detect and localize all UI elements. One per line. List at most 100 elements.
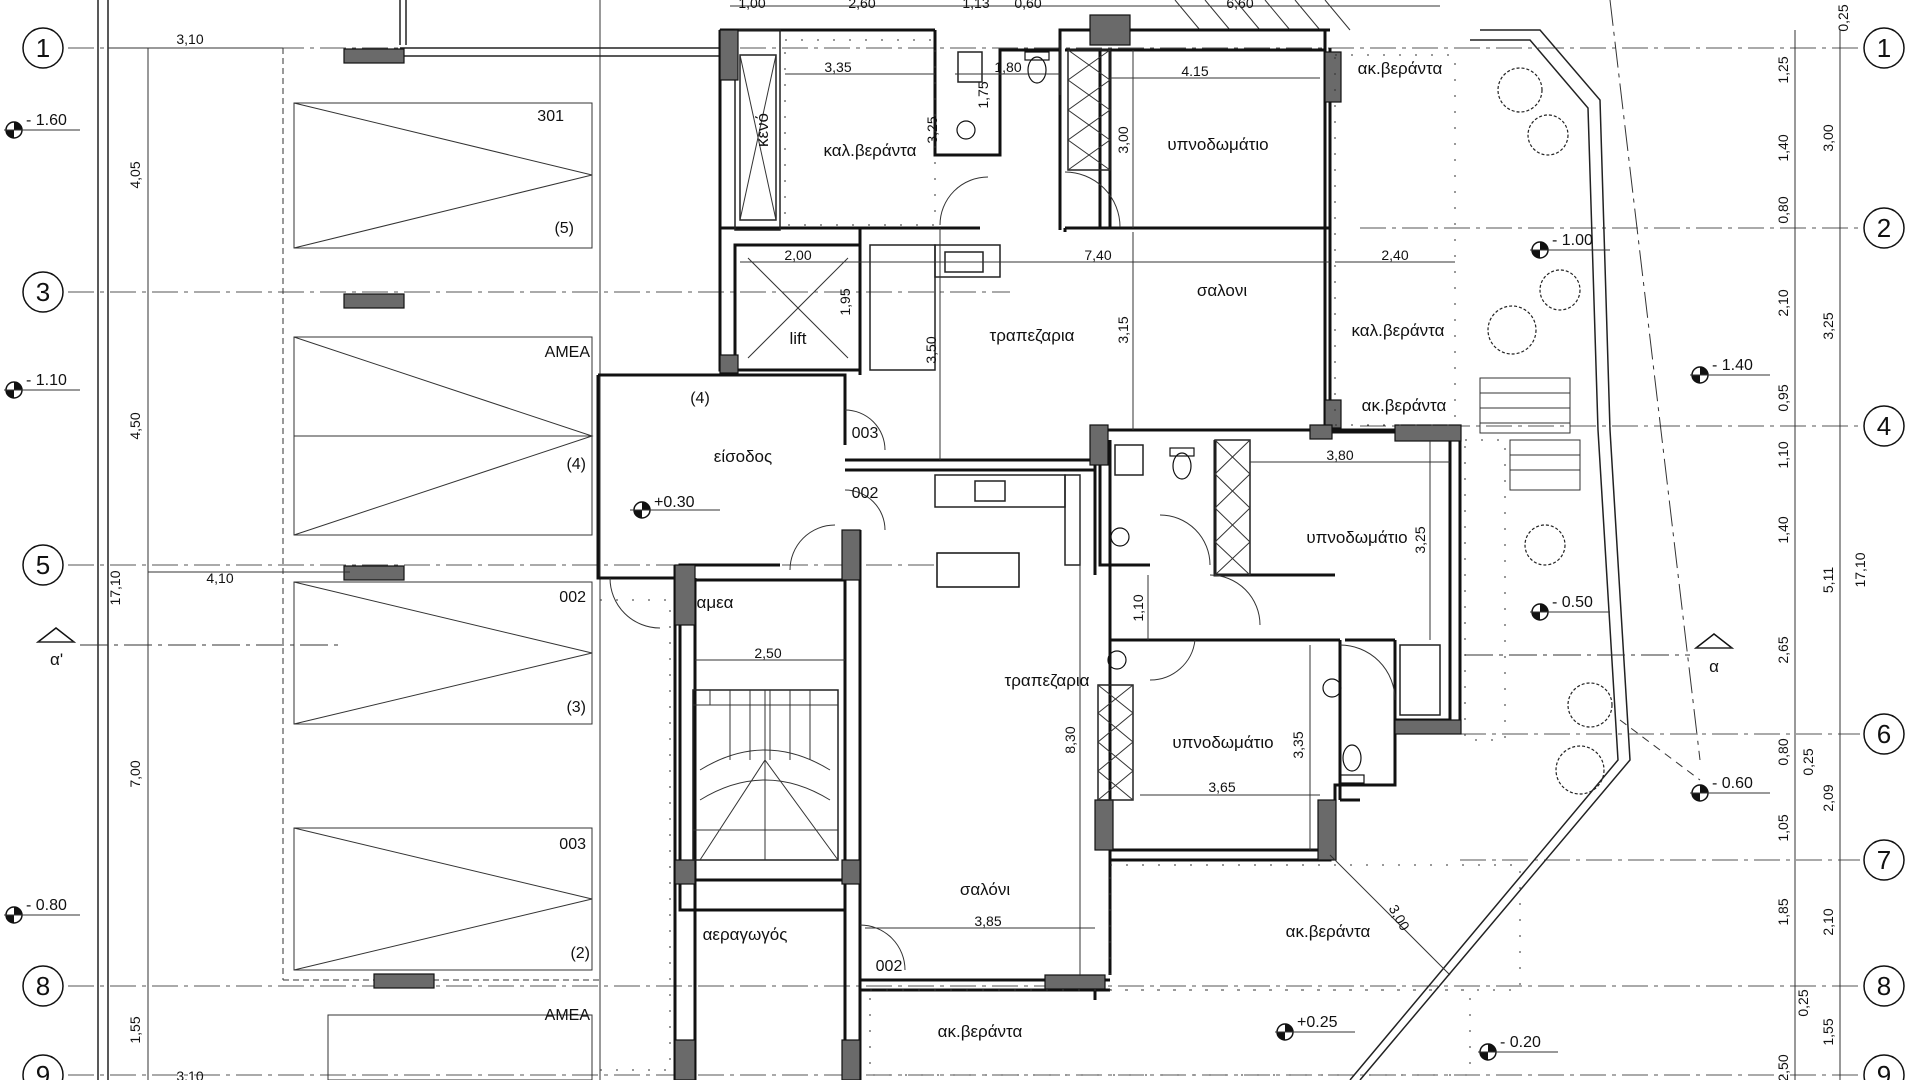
svg-text:1: 1 <box>36 33 50 63</box>
parking-bay-4 <box>293 336 594 536</box>
svg-text:1,55: 1,55 <box>127 1016 143 1043</box>
svg-text:0,95: 0,95 <box>1775 384 1791 411</box>
grid-axis-left-3: 3 <box>22 271 64 313</box>
grid-axis-right-4: 4 <box>1863 405 1905 447</box>
svg-text:0,25: 0,25 <box>1835 4 1851 31</box>
parking-area: 301 (5) ΑΜΕΑ (4) 002 (3) 003 (2) ΑΜΕΑ <box>97 0 720 1080</box>
room-label-open-veranda: ακ.βεράντα <box>1358 59 1443 78</box>
svg-text:4,10: 4,10 <box>206 570 233 586</box>
column <box>343 293 405 309</box>
svg-text:5,11: 5,11 <box>1820 567 1836 593</box>
door-tag: 002 <box>852 485 879 502</box>
room-label-open-veranda: ακ.βεράντα <box>1286 922 1371 941</box>
column <box>373 973 435 989</box>
svg-text:- 0.60: - 0.60 <box>1712 775 1753 792</box>
svg-text:3,10: 3,10 <box>176 31 203 47</box>
svg-text:+0.30: +0.30 <box>654 494 695 511</box>
level-marker: +0.25 <box>1275 1014 1355 1041</box>
svg-text:3,85: 3,85 <box>974 913 1001 929</box>
svg-text:3,00: 3,00 <box>1820 124 1836 151</box>
parking-bay-5 <box>293 102 593 249</box>
svg-text:1: 1 <box>1877 33 1891 63</box>
parking-label-3: (3) <box>566 699 586 716</box>
room-label-air-duct: αεραγωγός <box>703 925 788 944</box>
svg-text:0,80: 0,80 <box>1775 196 1791 223</box>
svg-text:7,00: 7,00 <box>127 760 143 787</box>
parking-label-amea: ΑΜΕΑ <box>545 344 591 361</box>
room-label-open-veranda: ακ.βεράντα <box>1362 396 1447 415</box>
dining-table <box>936 552 1020 588</box>
room-label-amea: αμεα <box>696 593 733 612</box>
column <box>343 48 405 64</box>
dimensions-left: 3,10 4,05 4,50 17,10 4,10 7,00 1,55 3,10 <box>107 31 350 1080</box>
lift-shaft <box>733 243 862 372</box>
door-tag: 002 <box>876 958 903 975</box>
parking-label-003: 003 <box>559 836 586 853</box>
svg-text:17,10: 17,10 <box>107 570 123 605</box>
room-label-dining: τραπεζαρια <box>990 326 1075 345</box>
parking-label-amea-2: ΑΜΕΑ <box>545 1007 591 1024</box>
svg-text:1,13: 1,13 <box>962 0 989 11</box>
columns <box>674 14 1462 1080</box>
svg-text:α': α' <box>50 650 63 669</box>
parking-label-4: (4) <box>566 456 586 473</box>
room-label-lift: lift <box>790 329 807 348</box>
svg-text:0,80: 0,80 <box>1775 738 1791 765</box>
svg-text:1,95: 1,95 <box>837 288 853 315</box>
svg-text:2,40: 2,40 <box>1381 247 1408 263</box>
room-label-covered-veranda: καλ.βεράντα <box>823 141 916 160</box>
site-boundary <box>1329 0 1701 1080</box>
grid-axis-right-7: 7 <box>1863 839 1905 881</box>
shower-icon <box>957 51 1441 716</box>
toilet-icon <box>1169 447 1195 480</box>
svg-text:2,50: 2,50 <box>754 645 781 661</box>
room-label-living: σαλονι <box>1197 281 1248 300</box>
svg-text:3,65: 3,65 <box>1208 779 1235 795</box>
svg-text:1,40: 1,40 <box>1775 516 1791 543</box>
level-marker: - 1.00 <box>1530 232 1610 259</box>
room-label-entrance: είσοδος <box>714 447 772 466</box>
svg-text:3,00: 3,00 <box>1386 902 1414 934</box>
tree-icon <box>1487 67 1613 795</box>
kitchen-counter-lower <box>934 474 1081 588</box>
grid-axis-left-9: 9 <box>22 1054 64 1080</box>
parking-label-5: (5) <box>554 220 574 237</box>
svg-text:1,10: 1,10 <box>1775 441 1791 468</box>
svg-text:1,05: 1,05 <box>1775 814 1791 841</box>
svg-text:1,85: 1,85 <box>1775 898 1791 925</box>
svg-text:4,05: 4,05 <box>127 161 143 188</box>
level-marker: +0.30 <box>630 494 720 519</box>
svg-text:8: 8 <box>36 971 50 1001</box>
svg-text:1,25: 1,25 <box>1775 56 1791 83</box>
svg-text:7,40: 7,40 <box>1084 247 1111 263</box>
svg-text:1,00: 1,00 <box>738 0 765 11</box>
svg-text:4.15: 4.15 <box>1181 63 1208 79</box>
wardrobe-upper <box>1067 49 1111 171</box>
svg-text:3,10: 3,10 <box>176 1068 203 1080</box>
room-label-living: σαλόνι <box>960 880 1011 899</box>
parking-label-002: 002 <box>559 589 586 606</box>
grid-axis-right-1: 1 <box>1863 27 1905 69</box>
svg-text:2,00: 2,00 <box>784 247 811 263</box>
svg-text:3,15: 3,15 <box>1115 316 1131 343</box>
dimensions-interior: 3,35 1,80 1,75 3,25 4.15 3,00 2,00 1,95 … <box>695 50 1455 975</box>
grid-lines <box>68 47 1860 1076</box>
svg-text:1,80: 1,80 <box>994 59 1021 75</box>
toilet-icon <box>1024 51 1050 84</box>
svg-text:8: 8 <box>1877 971 1891 1001</box>
svg-text:3: 3 <box>36 277 50 307</box>
parking-bay-6 <box>327 1014 593 1080</box>
svg-text:8,30: 8,30 <box>1062 726 1078 753</box>
section-marker-right: α <box>1465 633 1735 676</box>
svg-text:- 1.10: - 1.10 <box>26 372 67 389</box>
svg-text:6: 6 <box>1877 719 1891 749</box>
svg-text:0,25: 0,25 <box>1800 748 1816 775</box>
svg-text:+0.25: +0.25 <box>1297 1014 1338 1031</box>
svg-text:2: 2 <box>1877 213 1891 243</box>
level-marker: - 1.40 <box>1690 357 1770 384</box>
void-shaft <box>739 54 777 221</box>
svg-text:3,25: 3,25 <box>924 116 940 143</box>
wardrobe-lower <box>1097 684 1134 801</box>
svg-text:2,10: 2,10 <box>1775 289 1791 316</box>
